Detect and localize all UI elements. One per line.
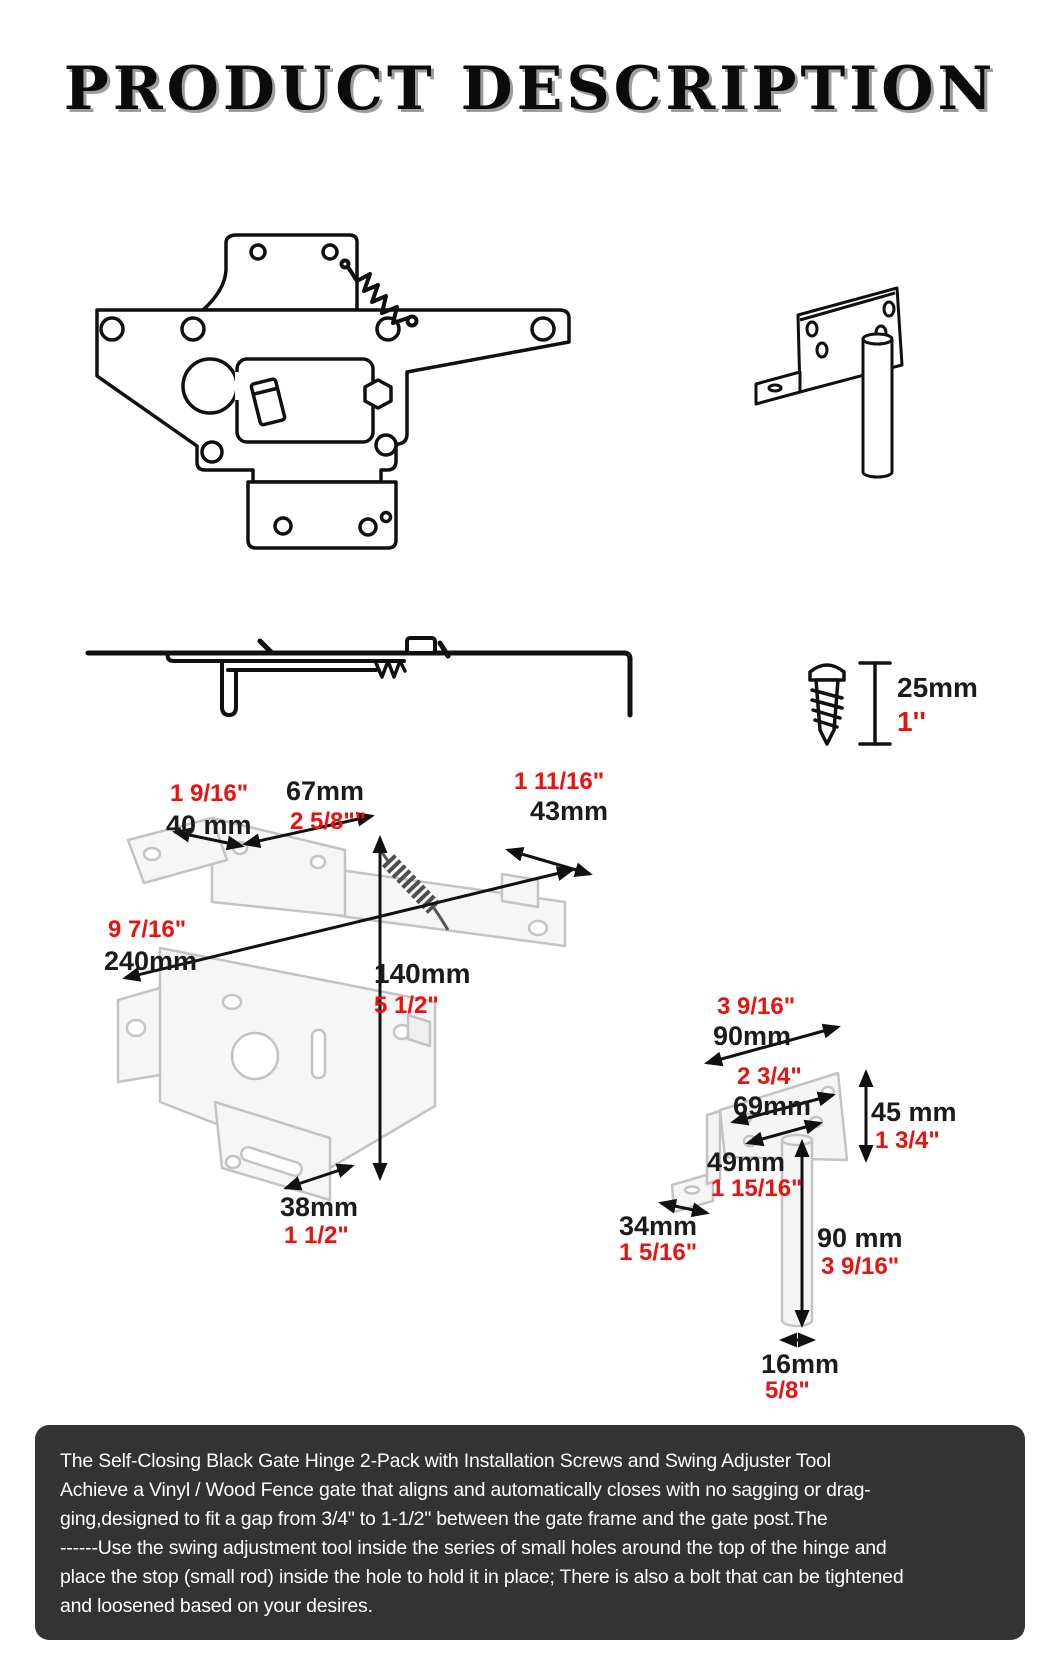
screw-length-metric: 25mm (897, 672, 978, 703)
bracket-plate-height-metric: 45 mm (871, 1097, 957, 1127)
spring-line-art (339, 258, 419, 328)
bracket-overall-width-metric: 90mm (713, 1021, 792, 1051)
latch-arm-imperial: 1 11/16" (514, 768, 605, 795)
bracket-hole-span-imperial: 2 3/4" (737, 1063, 802, 1090)
description-text: The Self-Closing Black Gate Hinge 2-Pack… (60, 1450, 904, 1617)
latch-slot-imperial: 1 1/2" (284, 1222, 349, 1249)
bracket-rod-length-imperial: 3 9/16" (821, 1253, 900, 1280)
latch-tab-width-imperial: 1 9/16" (170, 780, 249, 807)
screw-figure: 25mm 1'' (795, 650, 1035, 750)
screw-length-imperial: 1'' (897, 706, 926, 737)
screw-dimension-line (858, 661, 892, 746)
latch-top-edge-imperial: 2 5/8"" (290, 808, 367, 835)
page-title: PRODUCT DESCRIPTION (63, 54, 997, 124)
bracket-overall-width-imperial: 3 9/16" (717, 993, 796, 1020)
bracket-flange-width-imperial: 1 5/16" (619, 1239, 698, 1266)
bracket-hole-span-metric: 69mm (733, 1091, 812, 1121)
latch-side-view-art (85, 636, 633, 718)
bracket-line-drawing (715, 262, 905, 482)
bracket-plate-height-imperial: 1 3/4" (875, 1127, 940, 1154)
latch-flat-line-drawing (85, 214, 630, 554)
bracket-line-art (754, 286, 904, 479)
latch-slot-metric: 38mm (280, 1192, 359, 1222)
latch-tab-width-metric: 40 mm (166, 810, 252, 840)
latch-top-edge-metric: 67mm (286, 776, 365, 806)
bracket-rod-length-metric: 90 mm (817, 1223, 903, 1253)
latch-dimension-figure: 1 9/16" 40 mm 67mm 2 5/8"" 1 11/16" 43mm… (90, 770, 610, 1260)
bracket-hole-diag-metric: 49mm (707, 1147, 786, 1177)
latch-overall-imperial: 9 7/16" (108, 916, 187, 943)
bracket-rod-diameter-metric: 16mm (761, 1349, 840, 1379)
latch-side-view-drawing (80, 593, 640, 721)
bracket-dimension-figure: 3 9/16" 90mm 2 3/4" 69mm 45 mm 1 3/4" 49… (595, 935, 957, 1410)
screw-drawing (808, 663, 846, 746)
description-panel: The Self-Closing Black Gate Hinge 2-Pack… (35, 1425, 1025, 1640)
latch-flat-line-art (95, 233, 571, 550)
latch-dimension-arrows (122, 811, 593, 1191)
bracket-rod-diameter-imperial: 5/8" (765, 1377, 810, 1404)
bracket-flange-width-metric: 34mm (619, 1211, 698, 1241)
latch-height-imperial: 5 1/2" (374, 992, 439, 1019)
bracket-hole-diag-imperial: 1 15/16" (711, 1175, 803, 1202)
latch-arm-metric: 43mm (530, 796, 609, 826)
latch-overall-metric: 240mm (104, 946, 198, 976)
bracket-dimension-arrows (658, 1023, 874, 1348)
latch-height-metric: 140mm (374, 958, 471, 989)
